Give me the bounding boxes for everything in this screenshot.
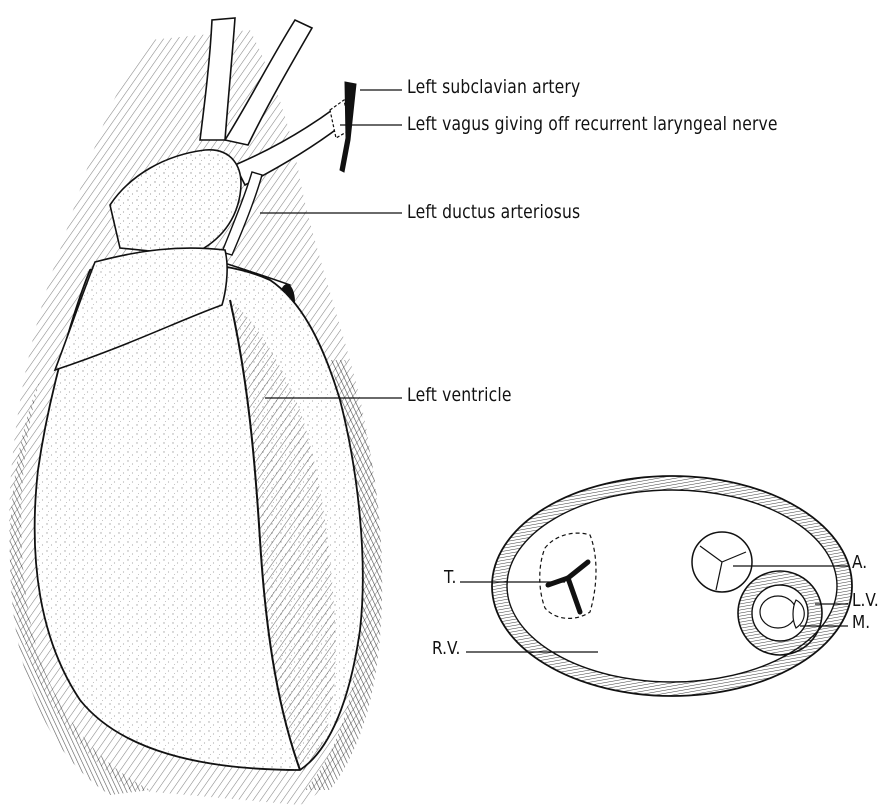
label-left-ventricle-section: L.V. xyxy=(852,590,879,611)
label-left-subclavian-artery: Left subclavian artery xyxy=(407,76,580,98)
label-left-ductus-arteriosus: Left ductus arteriosus xyxy=(407,201,580,223)
label-mitral: M. xyxy=(852,612,870,633)
label-right-ventricle: R.V. xyxy=(432,638,460,659)
label-tricuspid: T. xyxy=(444,567,456,588)
label-left-ventricle: Left ventricle xyxy=(407,384,512,406)
label-left-vagus: Left vagus giving off recurrent laryngea… xyxy=(407,113,778,135)
label-aorta: A. xyxy=(852,552,867,573)
aortic-valve xyxy=(692,532,752,592)
left-ventricle-section xyxy=(738,571,822,655)
cross-section-diagram xyxy=(460,476,852,696)
